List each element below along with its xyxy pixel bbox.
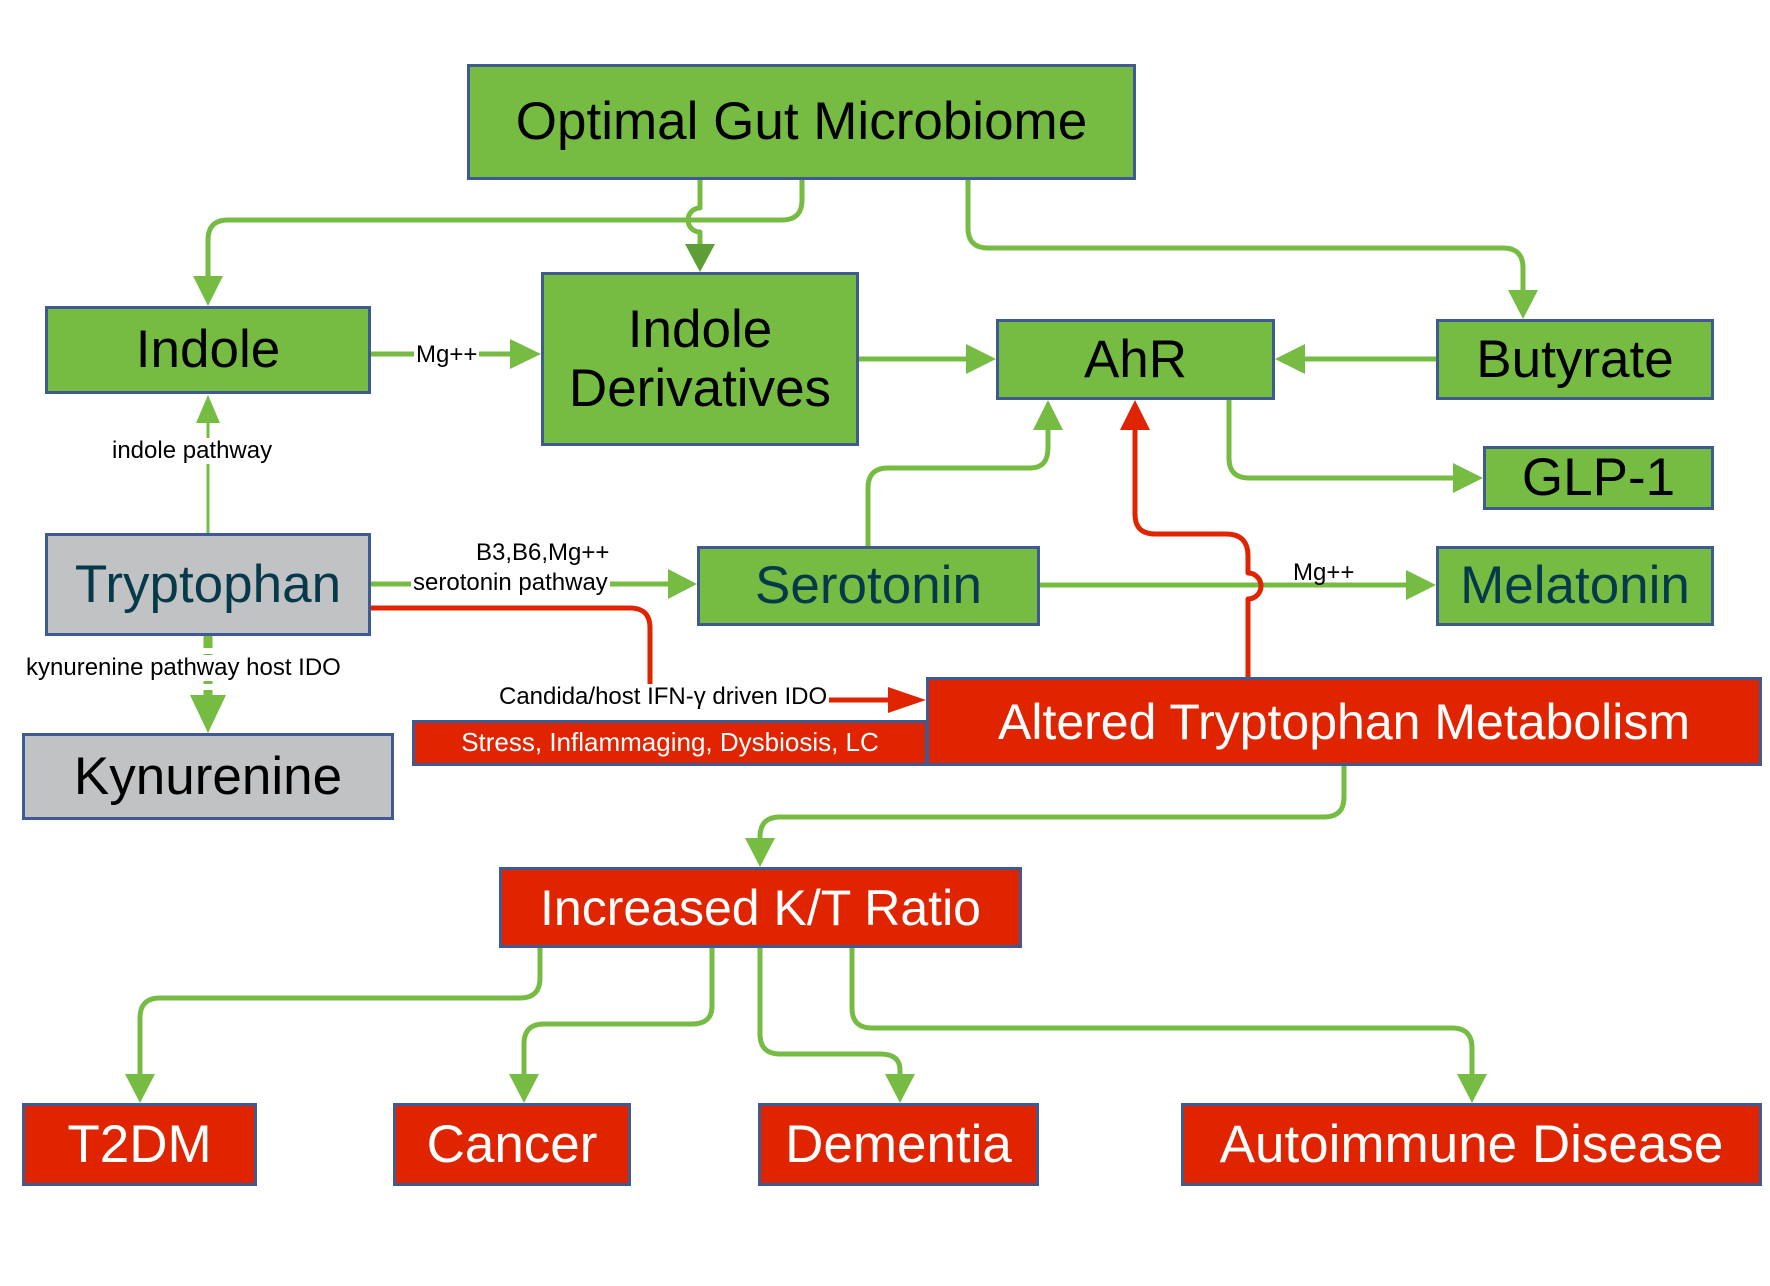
node-label: Serotonin bbox=[755, 556, 982, 616]
node-label: Cancer bbox=[426, 1114, 598, 1174]
edge-microbiome-indole bbox=[205, 177, 805, 281]
node-label: Butyrate bbox=[1476, 329, 1674, 389]
arrowhead-butyrate bbox=[1508, 290, 1538, 319]
arrowhead-ahr-left bbox=[966, 344, 996, 374]
label-indole-pathway: indole pathway bbox=[110, 437, 275, 465]
arrowhead-indole bbox=[193, 276, 223, 306]
node-optimal-gut-microbiome[interactable]: Optimal Gut Microbiome bbox=[467, 64, 1136, 180]
edge-serotonin-ahr bbox=[865, 425, 1051, 549]
arrowhead-autoimmune bbox=[1457, 1074, 1487, 1103]
node-label: AhR bbox=[1083, 329, 1188, 389]
node-glp1[interactable]: GLP-1 bbox=[1483, 446, 1714, 510]
node-label: Autoimmune Disease bbox=[1219, 1114, 1724, 1174]
arrowhead-serotonin bbox=[668, 569, 697, 599]
arrowhead-derivatives bbox=[685, 244, 715, 272]
node-t2dm[interactable]: T2DM bbox=[22, 1103, 257, 1186]
edge-kt-t2dm bbox=[137, 944, 543, 1079]
node-kynurenine[interactable]: Kynurenine bbox=[22, 733, 394, 820]
edge-altered-ahr bbox=[1132, 428, 1264, 677]
node-label: Optimal Gut Microbiome bbox=[515, 92, 1088, 152]
label-kynurenine-pathway: kynurenine pathway host IDO bbox=[24, 654, 343, 682]
label-indole-mg: Mg++ bbox=[414, 341, 480, 369]
arrowhead-ahr-bottom bbox=[1033, 400, 1063, 430]
node-tryptophan[interactable]: Tryptophan bbox=[45, 533, 371, 636]
edge-ahr-glp1 bbox=[1226, 397, 1458, 481]
node-label: Stress, Inflammaging, Dysbiosis, LC bbox=[461, 727, 879, 758]
node-label-line2: Derivatives bbox=[568, 359, 832, 418]
label-candida-ido: Candida/host IFN-γ driven IDO bbox=[497, 683, 830, 711]
edge-tryptophan-altered bbox=[371, 605, 890, 703]
arrowhead-cancer bbox=[509, 1074, 539, 1103]
node-altered-tryptophan-metabolism[interactable]: Altered Tryptophan Metabolism bbox=[926, 677, 1762, 766]
arrowhead-derivatives-side bbox=[510, 339, 541, 369]
edge-microbiome-derivatives bbox=[685, 177, 703, 249]
edge-kt-autoimmune bbox=[849, 944, 1475, 1079]
node-label-line1: Indole bbox=[627, 299, 773, 359]
arrowhead-t2dm bbox=[125, 1074, 155, 1103]
node-cancer[interactable]: Cancer bbox=[393, 1103, 631, 1186]
edge-kt-cancer bbox=[521, 944, 715, 1079]
arrowhead-kynurenine bbox=[190, 695, 226, 733]
arrowhead-indole-bottom bbox=[196, 395, 220, 423]
edge-microbiome-butyrate bbox=[965, 177, 1526, 295]
arrowhead-ahr-right bbox=[1275, 344, 1305, 374]
node-label: Tryptophan bbox=[74, 554, 342, 614]
node-label: GLP-1 bbox=[1521, 448, 1676, 508]
node-label: Indole bbox=[135, 320, 281, 380]
node-autoimmune-disease[interactable]: Autoimmune Disease bbox=[1181, 1103, 1762, 1186]
node-label: Kynurenine bbox=[73, 746, 343, 806]
node-serotonin[interactable]: Serotonin bbox=[697, 546, 1040, 626]
node-label: Altered Tryptophan Metabolism bbox=[997, 693, 1691, 750]
label-serotonin-cofactors: B3,B6,Mg++ bbox=[476, 539, 610, 566]
node-stress-factors[interactable]: Stress, Inflammaging, Dysbiosis, LC bbox=[412, 720, 928, 766]
edge-kt-dementia bbox=[757, 944, 903, 1079]
arrowhead-ahr-red bbox=[1120, 400, 1150, 430]
node-label: T2DM bbox=[67, 1114, 212, 1174]
node-melatonin[interactable]: Melatonin bbox=[1436, 546, 1714, 626]
arrowhead-melatonin bbox=[1406, 570, 1436, 600]
label-serotonin-pathway: serotonin pathway bbox=[411, 569, 610, 597]
arrowhead-altered bbox=[888, 687, 926, 713]
node-label: Dementia bbox=[785, 1114, 1012, 1174]
node-label: Increased K/T Ratio bbox=[540, 879, 981, 936]
edge-altered-kt bbox=[757, 762, 1347, 843]
arrowhead-glp1 bbox=[1453, 463, 1483, 493]
node-increased-kt-ratio[interactable]: Increased K/T Ratio bbox=[499, 867, 1022, 948]
node-label: Melatonin bbox=[1460, 556, 1690, 616]
node-butyrate[interactable]: Butyrate bbox=[1436, 319, 1714, 400]
arrowhead-kt bbox=[745, 838, 775, 867]
node-dementia[interactable]: Dementia bbox=[758, 1103, 1039, 1186]
label-melatonin-mg: Mg++ bbox=[1293, 559, 1355, 586]
node-indole[interactable]: Indole bbox=[45, 306, 371, 394]
node-indole-derivatives[interactable]: Indole Derivatives bbox=[541, 272, 859, 446]
arrowhead-dementia bbox=[885, 1074, 915, 1103]
node-ahr[interactable]: AhR bbox=[996, 319, 1275, 400]
